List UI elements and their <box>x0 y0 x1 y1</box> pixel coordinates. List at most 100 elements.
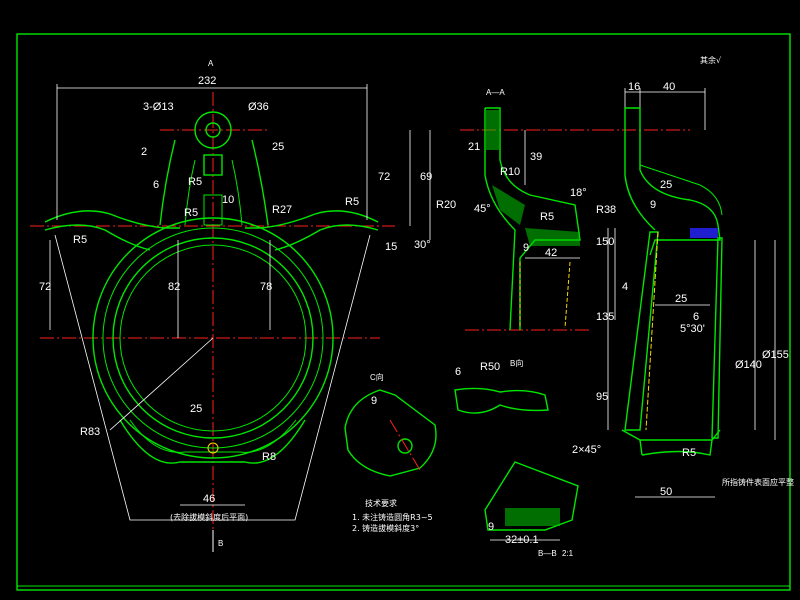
side-dim-50-text: 50 <box>660 486 672 498</box>
dim-78: 78 <box>260 281 272 293</box>
aa-dim-r5: R5 <box>540 211 554 223</box>
aa-dim-18: 18° <box>570 187 587 199</box>
flange-left <box>44 210 180 251</box>
aa-dim-r20: R20 <box>436 199 456 211</box>
dim-holes: 3-Ø13 <box>143 101 174 113</box>
aa-hatch-low <box>525 228 580 246</box>
boss-outer <box>194 111 232 149</box>
main-ring-mid <box>102 227 324 449</box>
dim-r27: R27 <box>272 204 292 216</box>
side-dim-6: 6 <box>693 311 699 323</box>
aa-dim-9: 9 <box>523 242 529 254</box>
section-aa-title: A—A <box>486 88 505 97</box>
aa-dim-21: 21 <box>468 141 480 153</box>
side-dim-dia155: Ø155 <box>762 349 789 361</box>
side-bottom <box>621 429 721 456</box>
dim-15: 15 <box>385 241 397 253</box>
side-cylinder-outer <box>624 231 659 431</box>
dim-boss: Ø36 <box>248 101 269 113</box>
side-dim-150-text: 150 <box>596 236 614 248</box>
roughness-mark: 其余√ <box>700 55 722 65</box>
front-caption: (去除拔模斜度后平面) <box>170 512 248 522</box>
bb-dim-9: 9 <box>488 521 494 533</box>
dim-82: 82 <box>168 281 180 293</box>
side-dim-dia140: Ø140 <box>735 359 762 371</box>
side-note: 所指铸件表面应平整 <box>722 477 794 487</box>
side-dim-angle: 5°30' <box>680 323 705 335</box>
view-c-hole <box>397 438 413 454</box>
dim-25: 25 <box>272 141 284 153</box>
section-bb: 9 32±0.1 B—B 2:1 <box>484 461 579 558</box>
main-ring-outer <box>92 217 334 459</box>
aa-profile <box>484 107 581 331</box>
rib-slot <box>203 154 223 176</box>
dim-25b: 25 <box>190 403 202 415</box>
dim-30: 30° <box>414 239 431 251</box>
marker-a-top: A <box>208 59 214 68</box>
side-cylinder-mid <box>645 231 659 431</box>
dim-line-r83 <box>109 337 214 431</box>
front-arm-left <box>159 139 176 226</box>
side-dim-40: 40 <box>663 81 675 93</box>
dim-width: 232 <box>198 75 216 87</box>
dim-46: 46 <box>203 493 215 505</box>
side-dim-25b: 25 <box>675 293 687 305</box>
dim-6: 6 <box>153 179 159 191</box>
aa-inner <box>519 261 571 329</box>
dim-72l: 72 <box>39 281 51 293</box>
marker-b-bottom: B <box>218 539 223 548</box>
front-base-outline <box>54 234 371 521</box>
view-c-title: C向 <box>370 372 384 382</box>
dim-r5b: R5 <box>184 207 198 219</box>
dim-r8: R8 <box>262 451 276 463</box>
drawing-frame <box>16 33 791 591</box>
aa-hatch-top <box>486 110 499 150</box>
front-bottom-hole <box>207 442 219 454</box>
view-c: C向 9 <box>344 372 437 477</box>
tech-requirements: 技术要求 1. 未注铸造圆角R3~5 2. 铸造拔模斜度3° <box>352 498 433 533</box>
side-dim-16: 16 <box>628 81 640 93</box>
side-dim-4: 4 <box>622 281 628 293</box>
front-arm-right <box>251 139 269 226</box>
front-skirt-inner <box>129 419 297 453</box>
view-c-outline <box>344 389 437 477</box>
side-dim-9: 9 <box>650 199 656 211</box>
view-b: B向 6 R50 <box>454 358 549 414</box>
side-blue-rib <box>690 228 718 238</box>
bb-scale: 2:1 <box>562 549 574 558</box>
dim-72v: 72 <box>378 171 390 183</box>
boss-hole <box>205 122 221 138</box>
front-skirt <box>119 419 306 464</box>
front-arm-inner-right <box>231 159 243 226</box>
tech-req-title: 技术要求 <box>365 498 397 508</box>
aa-dim-39-text: 39 <box>530 151 542 163</box>
dim-r5d: R5 <box>345 196 359 208</box>
side-dim-135-text: 135 <box>596 311 614 323</box>
side-dim-chamfer: 2×45° <box>572 444 601 456</box>
dim-69: 69 <box>420 171 432 183</box>
dim-r83: R83 <box>80 426 100 438</box>
dim-2: 2 <box>141 146 147 158</box>
main-ring-inner <box>112 237 314 439</box>
main-ring-bore <box>119 244 307 432</box>
side-upper-bracket <box>624 107 721 256</box>
view-b-title: B向 <box>510 358 523 368</box>
bb-dim-32: 32±0.1 <box>505 534 539 546</box>
side-dim-r5: R5 <box>682 447 696 459</box>
side-view: 16 40 25 9 150 135 95 4 25 6 5°30' Ø140 … <box>572 81 794 498</box>
view-b-outline <box>454 387 549 414</box>
aa-dim-r10: R10 <box>500 166 520 178</box>
section-aa: A—A 21 R10 39 R20 45° R5 18° R38 9 42 <box>436 88 616 331</box>
bb-hatch <box>505 508 560 526</box>
flange-right <box>245 210 379 251</box>
side-dim-95: 95 <box>596 391 608 403</box>
aa-dim-45: 45° <box>474 203 491 215</box>
view-c-dim-9: 9 <box>371 395 377 407</box>
bb-outline <box>484 461 579 531</box>
side-cylinder-right <box>711 237 723 439</box>
aa-dim-42-text: 42 <box>545 247 557 259</box>
tech-req-item-2: 2. 铸造拔模斜度3° <box>352 523 419 533</box>
bb-title: B—B <box>538 549 557 558</box>
view-b-dim-6: 6 <box>455 366 461 378</box>
